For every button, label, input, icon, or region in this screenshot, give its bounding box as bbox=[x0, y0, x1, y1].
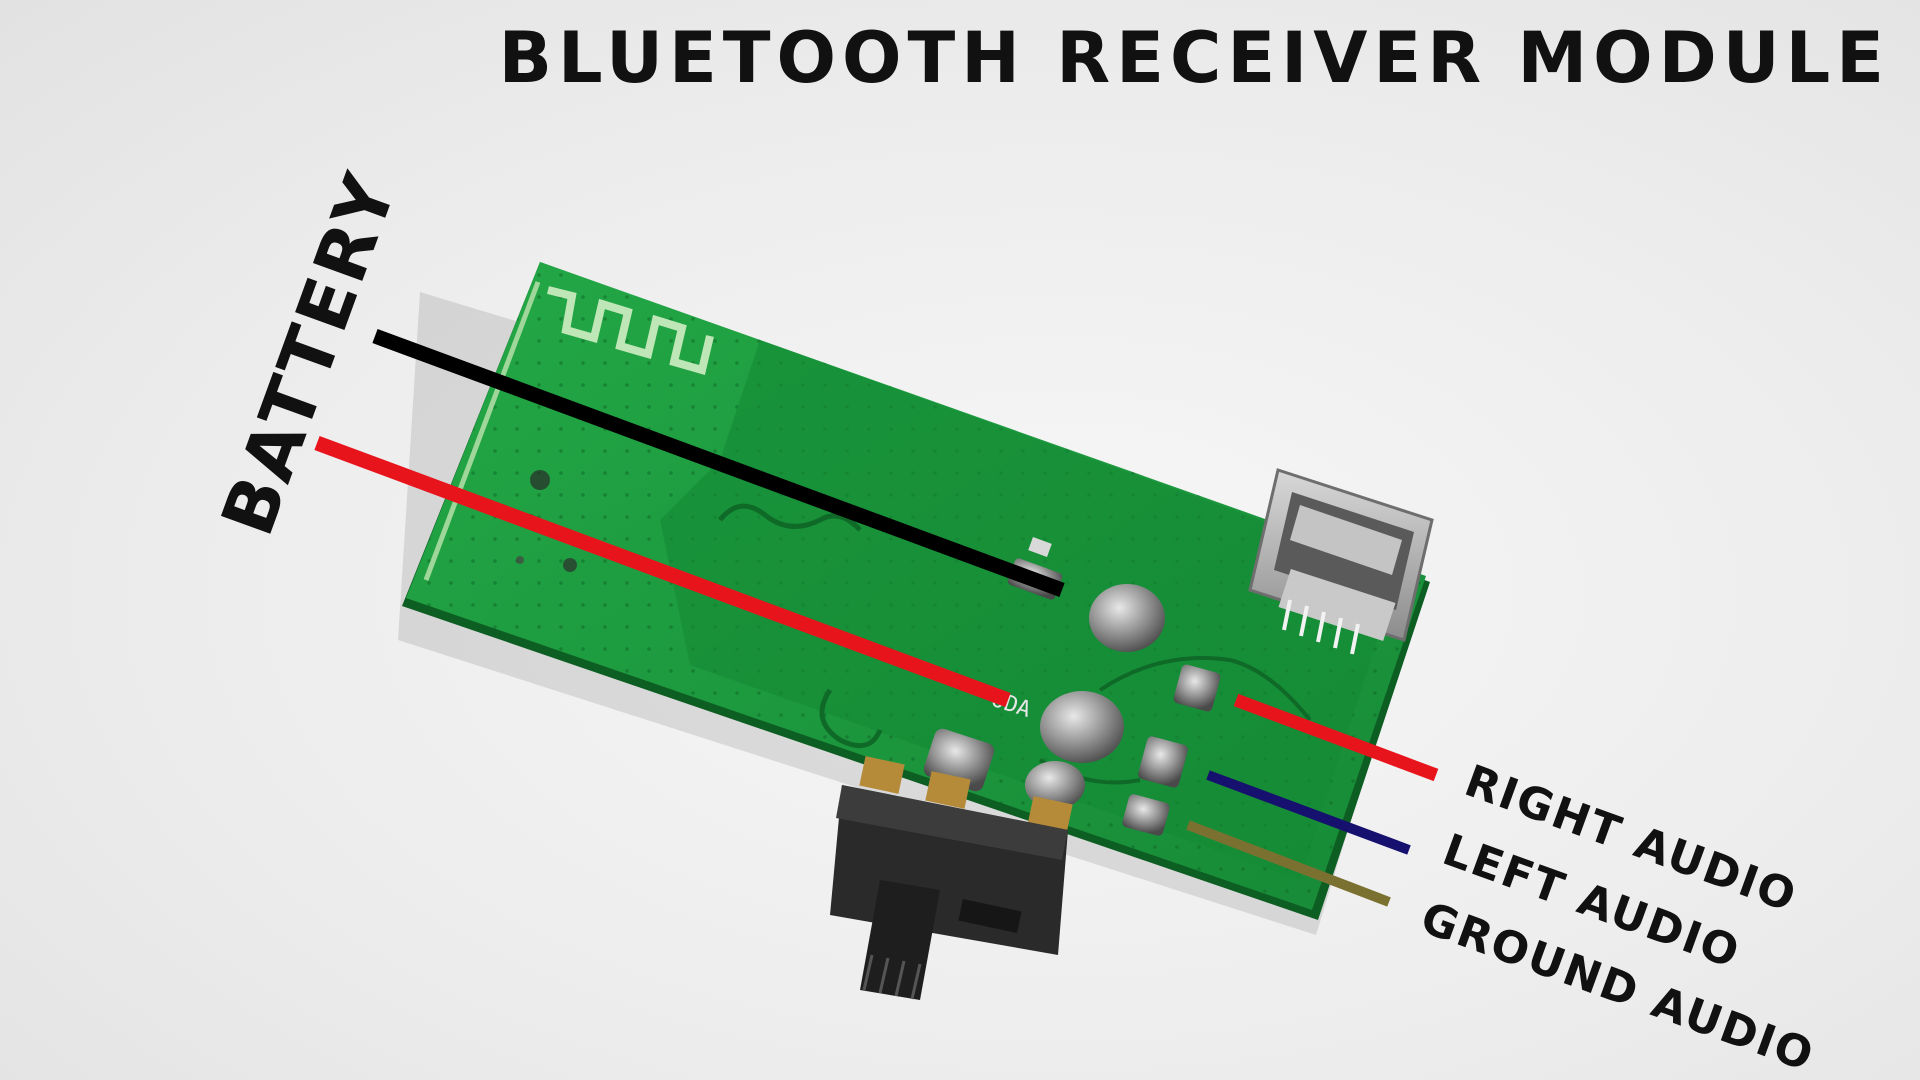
pcb-trace bbox=[718, 503, 862, 532]
audio-pad-ground bbox=[1122, 794, 1170, 836]
title: BLUETOOTH RECEIVER MODULE bbox=[499, 17, 1890, 99]
pcb-trace bbox=[819, 688, 883, 749]
ground-audio-wire bbox=[1186, 820, 1391, 907]
solder-joint bbox=[1089, 584, 1165, 652]
micro-usb-port bbox=[1248, 468, 1434, 655]
solder-joint bbox=[1025, 761, 1085, 809]
audio-pad-right bbox=[1173, 664, 1221, 712]
right-audio-wire bbox=[1233, 693, 1439, 782]
slide-switch bbox=[830, 756, 1073, 1000]
smd-component bbox=[1028, 537, 1052, 557]
battery-negative-wire bbox=[372, 328, 1065, 598]
solder-joint bbox=[1040, 691, 1124, 763]
battery-label: BATTERY bbox=[205, 161, 413, 546]
pcb-trace bbox=[1098, 656, 1312, 722]
audio-pad-left bbox=[1138, 736, 1188, 788]
battery-positive-wire bbox=[314, 435, 1011, 708]
pcb-antenna bbox=[547, 286, 714, 375]
left-audio-wire bbox=[1206, 770, 1411, 855]
